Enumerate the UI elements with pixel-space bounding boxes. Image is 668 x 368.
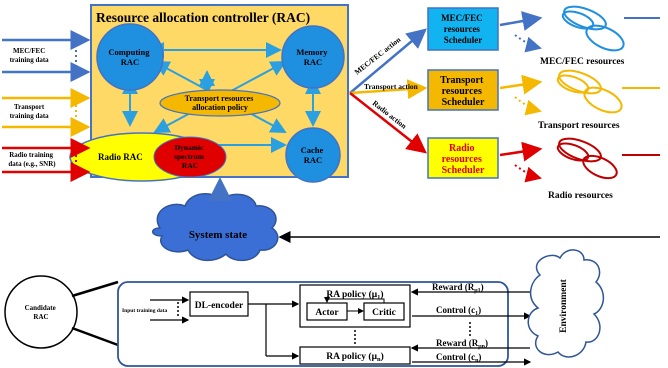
environment-cloud (527, 249, 605, 358)
transport-input-label-1: Transport (14, 103, 45, 111)
radio-input-label-1: Radio training (9, 151, 53, 159)
transport-scheduler-box (427, 69, 499, 111)
scheduler-out-arrows (499, 11, 543, 162)
transport-policy-label-2: allocation policy (192, 103, 248, 112)
radio-resources-label: Radio resources (548, 191, 613, 201)
transport-scheduler-label-1: Transport (440, 75, 484, 86)
computing-rac-label-1: Computing (108, 47, 150, 57)
radio-input-label-2: data (e.g., SNR) (8, 160, 56, 168)
mec-scheduler-box (427, 7, 499, 51)
radio-scheduler-label-2: resources (442, 154, 482, 165)
ra-policy-n-label: RA policy (μn) (326, 351, 384, 363)
computing-rac-node (96, 23, 164, 91)
input-arrows (2, 30, 91, 182)
mec-resources-label: MEC/FEC resources (540, 57, 625, 67)
cache-rac-label-1: Cache (301, 145, 324, 155)
mec-scheduler-label-3: Scheduler (444, 35, 483, 45)
radio-rac-label: Radio RAC (98, 152, 143, 162)
mec-input-label-1: MEC/FEC (13, 47, 45, 55)
ra-policy-n-box (299, 346, 411, 365)
scheduler-out-dots (514, 34, 542, 183)
transport-scheduler-label-2: resources (442, 86, 482, 97)
svg-text:Cache RAC: Cache RAC (301, 145, 326, 165)
dl-encoder-label: DL-encoder (195, 301, 244, 311)
svg-text:Dynamic spectrum RAC: Dynamic spectrum RAC (174, 143, 206, 170)
rac-title: Resource allocation controller (RAC) (96, 10, 310, 25)
actor-label: Actor (315, 308, 339, 318)
transport-resource-rings (556, 69, 623, 114)
environment-label: Environment (559, 278, 569, 333)
dynamic-label-1: Dynamic (175, 143, 204, 152)
memory-rac-label-1: Memory (296, 47, 328, 57)
reward-n-label: Reward (Rμn) (436, 338, 488, 350)
candidate-rac-node (4, 275, 78, 349)
candidate-label-1: Candidate (25, 304, 56, 312)
transport-action-label: Transport action (364, 82, 419, 91)
ra-policy-1-label: RA policy (μ1) (326, 289, 383, 301)
system-state-label: System state (189, 229, 247, 241)
candidate-link-top (71, 280, 119, 298)
radio-scheduler-box (427, 137, 499, 179)
control-1-label: Control (c1) (436, 305, 481, 317)
mec-input-label-2: training data (10, 56, 50, 64)
transport-resources-label: Transport resources (538, 121, 620, 131)
svg-text:Radio resources Schedu: Radio resources Scheduler (442, 143, 485, 176)
svg-text:Transport resources alloca: Transport resources allocation policy (185, 94, 256, 112)
radio-resource-rings (556, 137, 618, 180)
radio-scheduler-label-1: Radio (449, 143, 475, 154)
candidate-label-2: RAC (33, 313, 48, 321)
svg-text:Candidate RAC: Candidate RAC (25, 304, 58, 321)
transport-policy-node (159, 89, 281, 117)
svg-text:Computing RAC: Computing RAC (108, 47, 151, 67)
mec-scheduler-label-2: resources (444, 24, 481, 34)
transport-scheduler-label-3: Scheduler (442, 97, 485, 108)
reward-1-label: Reward (Rμ1) (432, 282, 484, 294)
critic-label: Critic (372, 308, 396, 318)
transport-input-label-2: training data (10, 112, 50, 120)
control-n-label: Control (cn) (436, 352, 481, 364)
action-arrows (349, 28, 428, 154)
dynamic-spectrum-node (153, 136, 227, 178)
memory-rac-label-2: RAC (304, 57, 322, 67)
dynamic-label-3: RAC (182, 161, 198, 170)
cache-rac-label-2: RAC (304, 155, 322, 165)
dynamic-label-2: spectrum (174, 152, 205, 161)
candidate-link-bottom (71, 326, 119, 347)
mec-scheduler-label-1: MEC/FEC (441, 13, 483, 23)
transport-policy-label-1: Transport resources (185, 94, 254, 103)
mec-resource-rings (561, 5, 625, 52)
radio-scheduler-label-3: Scheduler (442, 165, 485, 176)
svg-text:Transport resources Sc: Transport resources Scheduler (440, 75, 486, 108)
cache-rac-node (285, 127, 341, 183)
svg-text:MEC/FEC training data: MEC/FEC training data Transport training… (8, 47, 56, 168)
memory-rac-node (281, 25, 345, 89)
svg-text:MEC/FEC resources Sche: MEC/FEC resources Scheduler (441, 13, 485, 45)
critic-to-actor (324, 297, 385, 303)
system-state-cloud (152, 193, 279, 262)
svg-text:Memory RAC: Memory RAC (296, 47, 329, 67)
input-training-label: Input training data (122, 308, 167, 314)
computing-rac-label-2: RAC (121, 57, 139, 67)
